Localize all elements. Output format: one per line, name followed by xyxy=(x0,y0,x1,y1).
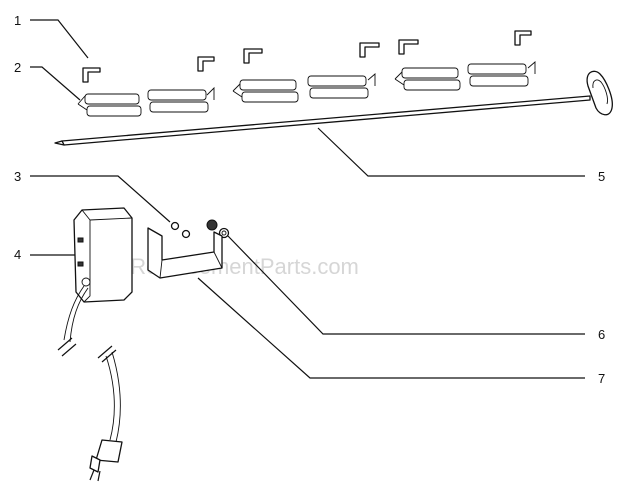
part-4-motor[interactable] xyxy=(73,207,133,303)
callout-4[interactable]: 4 xyxy=(14,247,21,262)
leader-lines xyxy=(30,19,585,379)
callout-3[interactable]: 3 xyxy=(14,169,21,184)
callout-7[interactable]: 7 xyxy=(598,371,605,386)
callout-1[interactable]: 1 xyxy=(14,13,21,28)
part-1-l-clips[interactable] xyxy=(82,30,532,83)
callout-6[interactable]: 6 xyxy=(598,327,605,342)
callout-5[interactable]: 5 xyxy=(598,169,605,184)
part-7-bracket[interactable] xyxy=(147,227,223,279)
part-2-wire-forks[interactable] xyxy=(77,61,536,117)
power-cord xyxy=(57,285,121,443)
part-5-spit-rod[interactable] xyxy=(54,70,613,146)
part-3-screws[interactable] xyxy=(170,221,191,239)
callout-2[interactable]: 2 xyxy=(14,60,21,75)
plug-icon xyxy=(89,439,123,482)
